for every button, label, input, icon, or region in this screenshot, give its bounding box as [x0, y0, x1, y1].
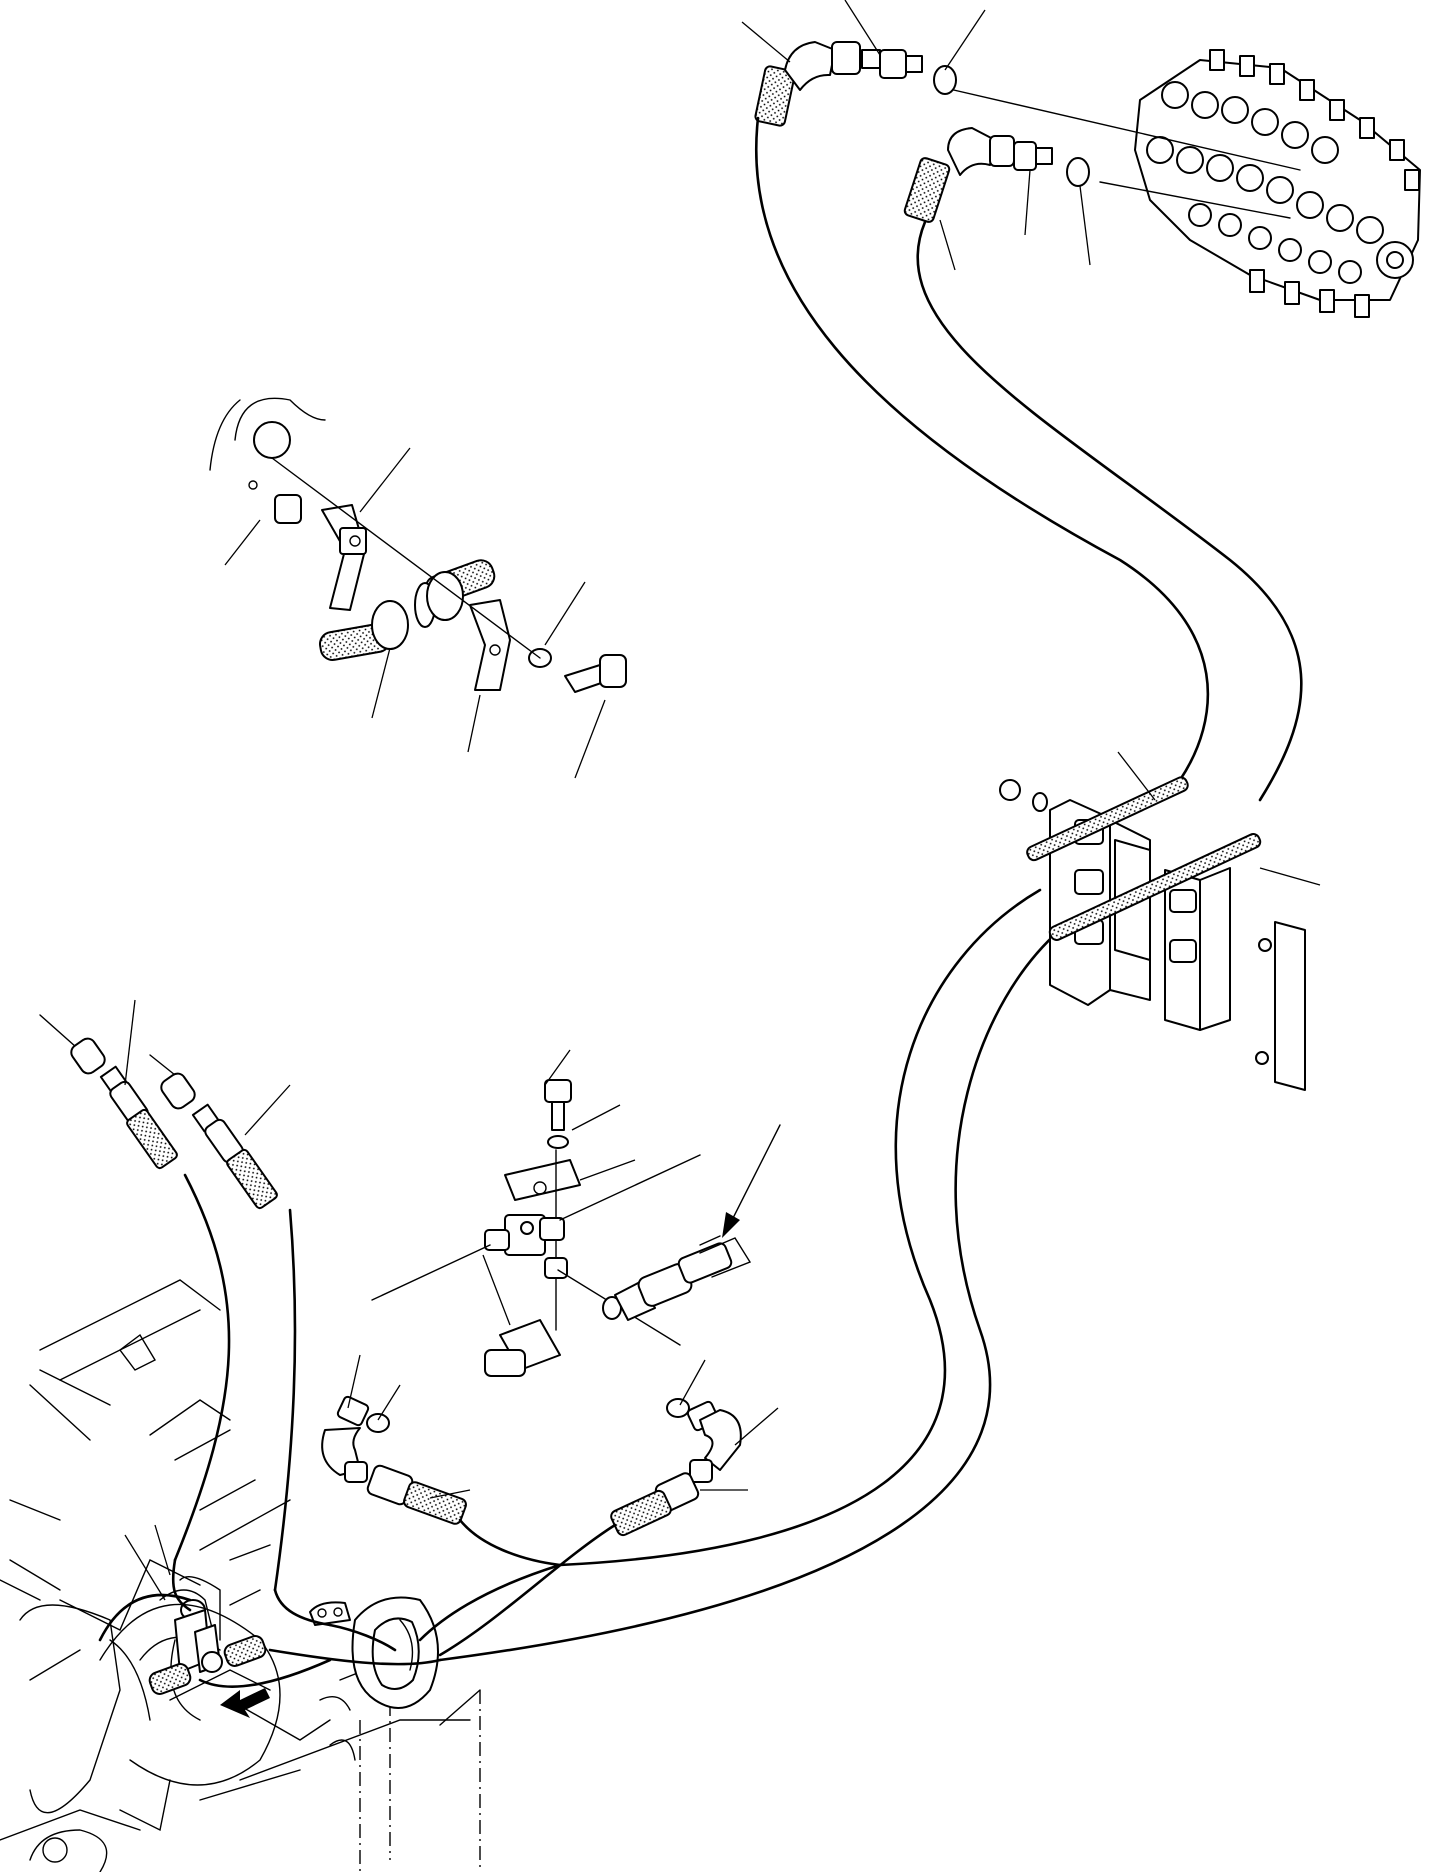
- elbow-fitting-left: [321, 1395, 467, 1525]
- clamp-icon: [148, 1609, 267, 1695]
- hose-bracket-plate: [999, 779, 1306, 1091]
- hose-ends-lower-left: [39, 1014, 278, 1210]
- pilot-hose-upper-right: [903, 127, 1090, 223]
- guide-ring-icon: [351, 1596, 439, 1709]
- tee-fitting-icon: [371, 1079, 701, 1377]
- supply-hose-upper-right-of-tee: [602, 1237, 752, 1321]
- hose-clamp-assembly: [209, 397, 627, 693]
- arrow-icon: [722, 1124, 781, 1238]
- elbow-fitting-right: [610, 1398, 742, 1537]
- machine-frame: [0, 1279, 481, 1872]
- direction-arrow-lower: [220, 1688, 270, 1718]
- pilot-hose-upper-left: [754, 41, 957, 127]
- control-valve-icon: [1134, 49, 1421, 318]
